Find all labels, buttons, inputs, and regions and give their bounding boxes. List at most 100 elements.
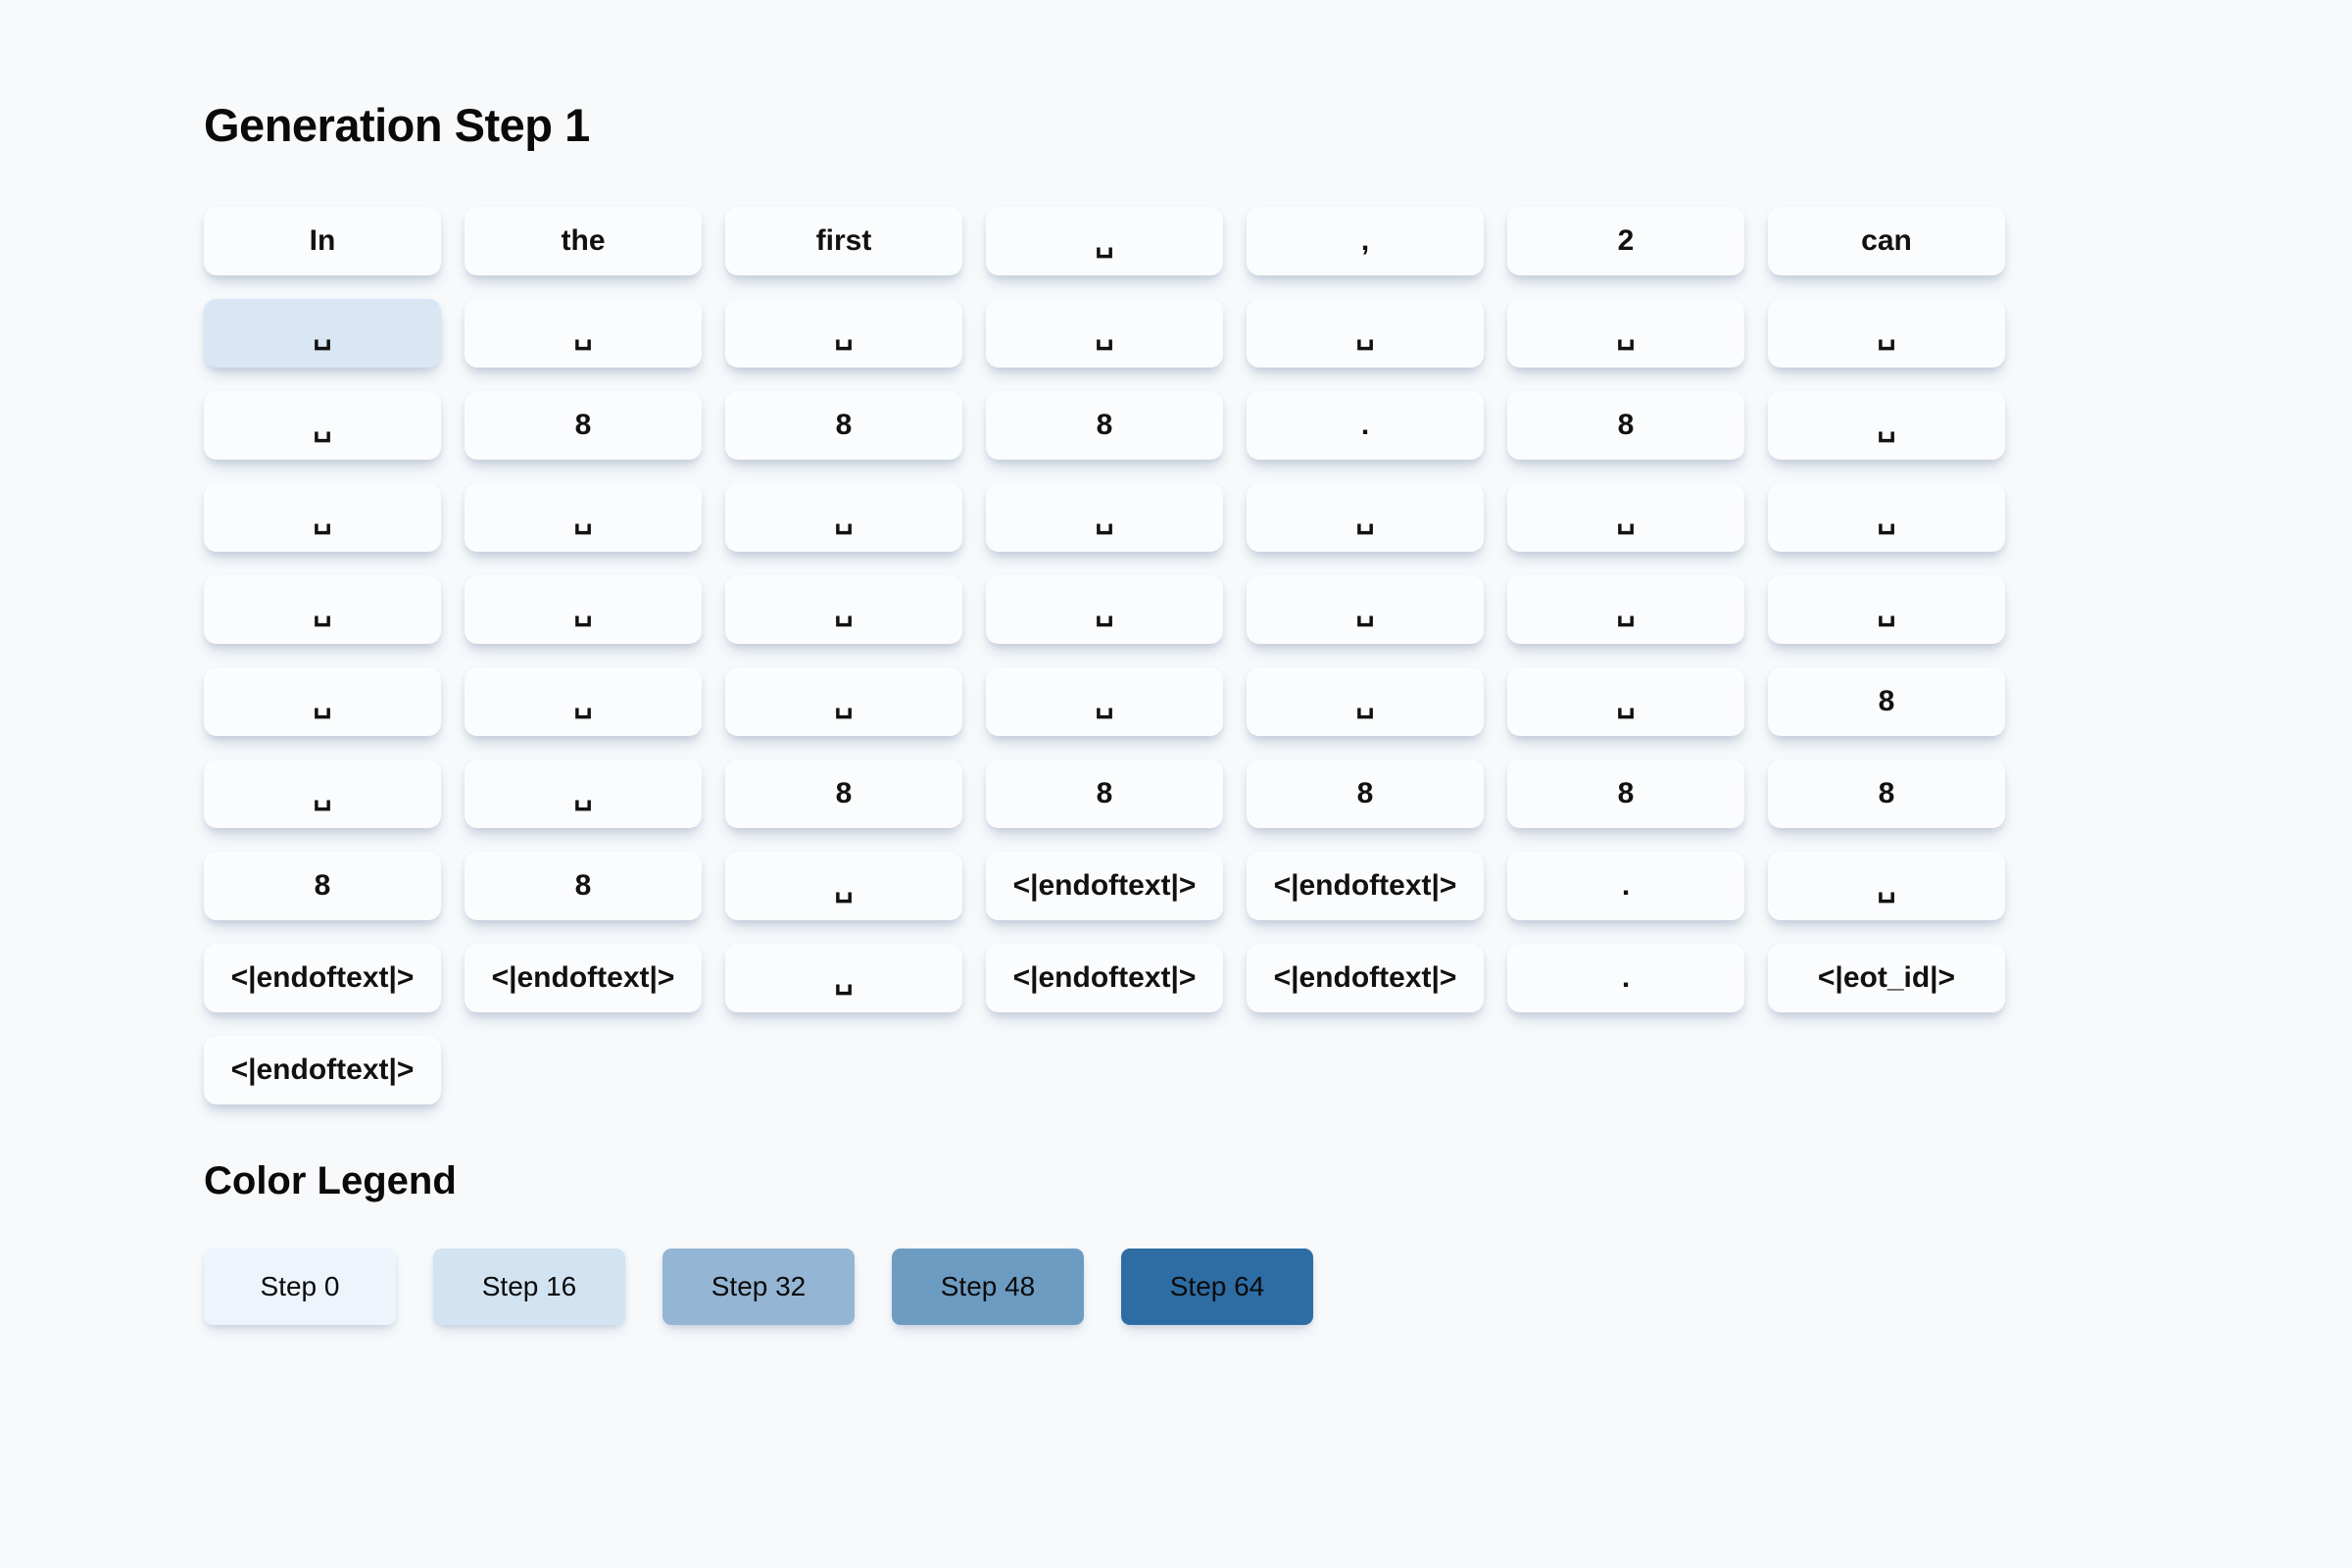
token-label: ␣: [1877, 409, 1896, 442]
color-legend: Step 0 Step 16 Step 32 Step 48 Step 64: [204, 1249, 2352, 1325]
token-label: ␣: [1095, 593, 1114, 626]
token-cell: 8: [465, 391, 702, 460]
token-label: .: [1360, 409, 1370, 441]
token-label: ␣: [1355, 317, 1375, 350]
token-cell: ␣: [1247, 483, 1484, 552]
token-cell: ␣: [1507, 575, 1744, 644]
legend-label: Step 64: [1169, 1271, 1265, 1301]
token-label: 8: [1617, 777, 1635, 809]
legend-title: Color Legend: [204, 1159, 457, 1202]
token-cell: ␣: [465, 575, 702, 644]
legend-swatch-step-16: Step 16: [433, 1249, 625, 1325]
token-cell: ␣: [465, 667, 702, 736]
token-label: 8: [574, 869, 592, 902]
token-label: can: [1861, 224, 1912, 257]
token-cell: .: [1507, 852, 1744, 920]
token-cell: ␣: [986, 667, 1223, 736]
token-cell: ␣: [204, 391, 441, 460]
legend-label: Step 16: [481, 1271, 577, 1301]
token-cell: .: [1247, 391, 1484, 460]
token-label: <|eot_id|>: [1817, 961, 1956, 994]
legend-swatch-step-0: Step 0: [204, 1249, 396, 1325]
token-cell: ␣: [465, 760, 702, 828]
token-cell: .: [1507, 944, 1744, 1012]
token-cell: 8: [1768, 667, 2005, 736]
token-label: 8: [1096, 777, 1113, 809]
token-label: ␣: [834, 317, 854, 350]
token-cell: 8: [986, 391, 1223, 460]
token-cell: ␣: [986, 207, 1223, 275]
token-cell: <|endoftext|>: [465, 944, 702, 1012]
token-cell: 8: [1247, 760, 1484, 828]
token-label: ␣: [573, 777, 593, 810]
token-cell: ,: [1247, 207, 1484, 275]
token-label: ␣: [1095, 501, 1114, 534]
token-label: In: [309, 224, 336, 257]
legend-label: Step 48: [940, 1271, 1036, 1301]
token-label: <|endoftext|>: [230, 961, 415, 994]
token-cell: ␣: [465, 483, 702, 552]
token-label: ␣: [1616, 593, 1636, 626]
token-cell: 8: [1507, 391, 1744, 460]
token-label: ␣: [834, 869, 854, 903]
token-cell: <|endoftext|>: [1247, 944, 1484, 1012]
token-cell: ␣: [204, 575, 441, 644]
token-label: 2: [1617, 224, 1635, 257]
token-cell: ␣: [725, 944, 962, 1012]
token-label: ␣: [1877, 317, 1896, 350]
token-cell: <|eot_id|>: [1768, 944, 2005, 1012]
token-label: 8: [1356, 777, 1374, 809]
token-cell: the: [465, 207, 702, 275]
token-label: <|endoftext|>: [1012, 961, 1197, 994]
token-cell: <|endoftext|>: [204, 1036, 441, 1104]
token-label: the: [561, 224, 606, 257]
token-cell: ␣: [725, 483, 962, 552]
token-cell: ␣: [1768, 852, 2005, 920]
token-cell: 8: [1768, 760, 2005, 828]
page-title: Generation Step 1: [204, 99, 590, 151]
token-cell: In: [204, 207, 441, 275]
token-cell: ␣: [204, 760, 441, 828]
token-label: 8: [1617, 409, 1635, 441]
token-label: ␣: [573, 685, 593, 718]
token-cell: ␣: [986, 483, 1223, 552]
token-label: ␣: [1095, 224, 1114, 258]
token-cell: can: [1768, 207, 2005, 275]
page: Generation Step 1 In the first ␣, 2 can ␣ ␣ ␣ ␣ ␣ ␣…: [204, 99, 2352, 1325]
token-label: ␣: [313, 777, 332, 810]
token-cell: ␣: [1507, 299, 1744, 368]
token-label: ␣: [1355, 593, 1375, 626]
token-label: ␣: [1095, 317, 1114, 350]
token-cell: ␣: [986, 575, 1223, 644]
token-cell: <|endoftext|>: [986, 944, 1223, 1012]
token-label: 8: [1096, 409, 1113, 441]
token-label: ␣: [1616, 317, 1636, 350]
token-cell: <|endoftext|>: [986, 852, 1223, 920]
token-label: ␣: [573, 593, 593, 626]
token-label: ␣: [313, 685, 332, 718]
token-cell: ␣: [725, 667, 962, 736]
token-label: <|endoftext|>: [230, 1054, 415, 1086]
token-cell: ␣: [204, 667, 441, 736]
token-label: <|endoftext|>: [1273, 961, 1457, 994]
token-cell: 8: [725, 760, 962, 828]
token-label: 8: [835, 777, 853, 809]
token-label: first: [815, 224, 872, 257]
token-label: 8: [835, 409, 853, 441]
token-label: 8: [574, 409, 592, 441]
token-label: 8: [314, 869, 331, 902]
token-label: 8: [1878, 777, 1895, 809]
token-label: <|endoftext|>: [1012, 869, 1197, 902]
token-label: ␣: [1616, 685, 1636, 718]
legend-label: Step 32: [710, 1271, 807, 1301]
token-label: ␣: [1877, 593, 1896, 626]
token-label: ␣: [313, 593, 332, 626]
token-cell: ␣: [1768, 483, 2005, 552]
legend-swatch-step-48: Step 48: [892, 1249, 1084, 1325]
token-label: 8: [1878, 685, 1895, 717]
token-cell: ␣: [986, 299, 1223, 368]
token-label: ␣: [834, 961, 854, 995]
token-label: ␣: [1095, 685, 1114, 718]
token-label: <|endoftext|>: [491, 961, 675, 994]
token-grid: In the first ␣, 2 can ␣ ␣ ␣ ␣ ␣ ␣ ␣ ␣ 8 8 8. 8 ␣ ␣ ␣ ␣ ␣ ␣ ␣ ␣ ␣ ␣ ␣…: [204, 207, 2005, 1104]
